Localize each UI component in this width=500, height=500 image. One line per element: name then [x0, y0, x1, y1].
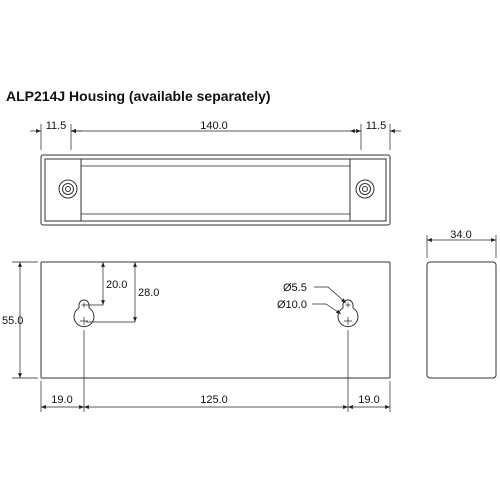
top-view-outline [40, 154, 391, 226]
right-keyhole-icon [337, 299, 359, 328]
side-view: 34.0 [426, 229, 497, 379]
front-dim-height: 55.0 [2, 315, 23, 327]
top-dim-center: 140.0 [200, 120, 228, 132]
left-keyhole-icon [73, 299, 95, 328]
top-view: 11.5 140.0 11.5 [30, 120, 401, 226]
top-view-inner [44, 158, 387, 222]
drawing-title: ALP214J Housing (available separately) [6, 88, 271, 104]
front-dim-top-to-screw: 28.0 [138, 287, 159, 299]
front-dim-bottom-left: 19.0 [51, 394, 72, 406]
top-right-end-cap [349, 158, 387, 222]
front-view: 55.0 20.0 28.0 Ø5.5 Ø10.0 [2, 261, 391, 412]
front-dim-small-hole: Ø5.5 [283, 282, 307, 294]
front-view-outline [40, 261, 391, 379]
front-dim-large-hole: Ø10.0 [277, 299, 307, 311]
top-left-end-cap [44, 158, 82, 222]
top-right-screw-icon [355, 179, 375, 199]
top-dim-right: 11.5 [366, 120, 387, 132]
front-dim-slot-to-screw: 20.0 [106, 279, 127, 291]
side-view-outline [426, 261, 497, 379]
side-dim-depth: 34.0 [450, 229, 471, 241]
top-left-screw-icon [58, 179, 78, 199]
front-dim-bottom-center: 125.0 [200, 394, 228, 406]
top-dim-left: 11.5 [46, 120, 67, 132]
front-dim-bottom-right: 19.0 [358, 394, 379, 406]
